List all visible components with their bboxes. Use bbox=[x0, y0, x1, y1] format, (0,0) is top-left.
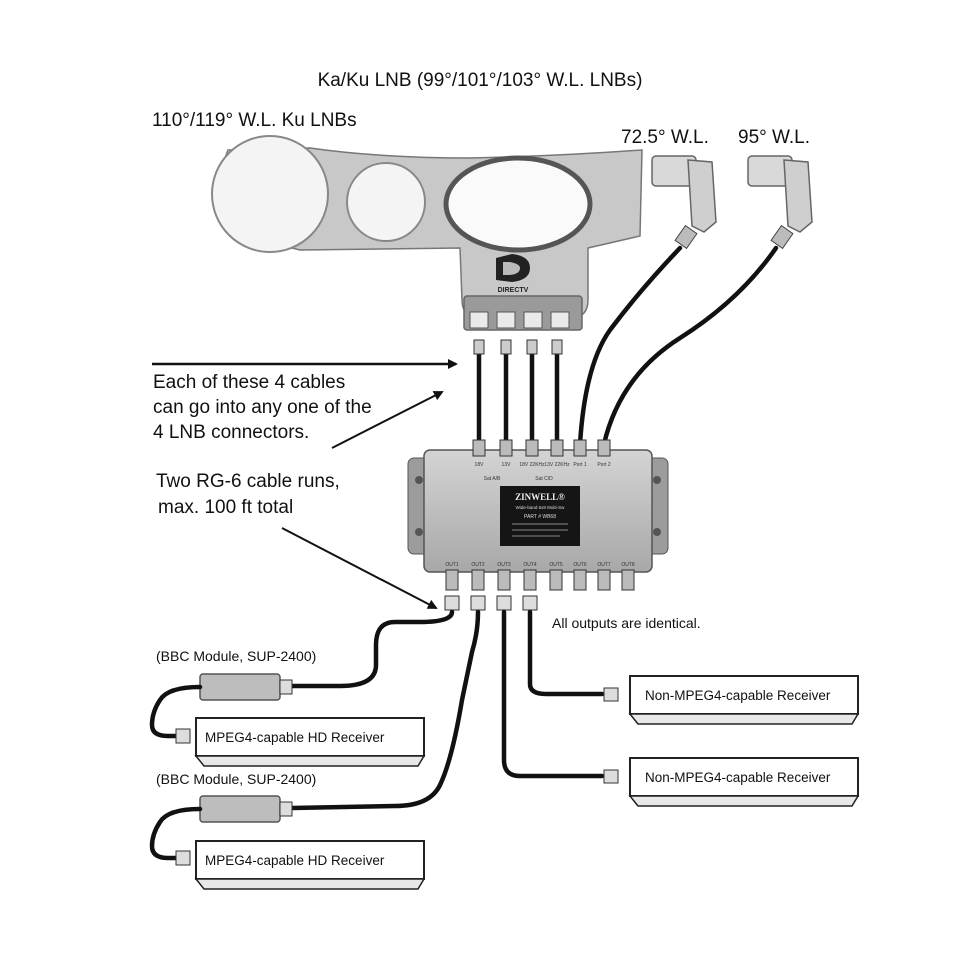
receiver-non-mpeg4-1: Non-MPEG4-capable Receiver bbox=[603, 675, 860, 725]
lnb-95-unit bbox=[747, 155, 813, 250]
input-group-ab: Sat A/B bbox=[484, 476, 501, 482]
cable-out-1 bbox=[289, 609, 455, 689]
arrow-to-outputs bbox=[281, 527, 438, 609]
receiver-mpeg4-1-label: MPEG4-capable HD Receiver bbox=[205, 730, 385, 745]
outputs-note: All outputs are identical. bbox=[552, 615, 701, 631]
cables-note-line-2: can go into any one of the bbox=[153, 397, 372, 418]
output-label-1: OUT1 bbox=[445, 562, 459, 568]
multiswitch: 18V 13V 18V 22KHz 13V 22KHz Port 1 Port … bbox=[407, 439, 669, 611]
runs-note-line-2: max. 100 ft total bbox=[158, 497, 293, 518]
input-label-4: 13V 22KHz bbox=[544, 462, 570, 468]
kaku-lnb-label: Ka/Ku LNB (99°/101°/103° W.L. LNBs) bbox=[318, 70, 643, 91]
runs-note-line-1: Two RG-6 cable runs, bbox=[156, 471, 340, 492]
input-label-6: Port 2 bbox=[597, 462, 611, 468]
arrow-to-connectors bbox=[331, 391, 444, 449]
kaku-lnb-dome bbox=[443, 155, 593, 253]
input-label-3: 18V 22KHz bbox=[519, 462, 545, 468]
output-label-5: OUT5 bbox=[549, 562, 563, 568]
multiswitch-subtitle: Wide-band 6x8 Multi-Sw bbox=[516, 505, 566, 510]
cables-note: Each of these 4 cables can go into any o… bbox=[153, 372, 372, 443]
output-label-8: OUT8 bbox=[621, 562, 635, 568]
bbc-module-2-label: (BBC Module, SUP-2400) bbox=[156, 771, 316, 787]
dish-lnb-assembly: DIRECTV bbox=[211, 135, 643, 331]
cable-lnb-95 bbox=[601, 245, 779, 447]
receiver-non-mpeg4-1-label: Non-MPEG4-capable Receiver bbox=[645, 688, 831, 703]
input-group-cd: Sat C/D bbox=[535, 476, 553, 482]
output-label-6: OUT6 bbox=[573, 562, 587, 568]
cables-note-line-1: Each of these 4 cables bbox=[153, 372, 345, 393]
dish-cables bbox=[473, 339, 563, 447]
bbc-module-1: (BBC Module, SUP-2400) bbox=[149, 648, 316, 744]
multiswitch-output-labels: OUT1 OUT2 OUT3 OUT4 OUT5 OUT6 OUT7 OUT8 bbox=[445, 562, 635, 568]
cable-out-2 bbox=[289, 609, 481, 811]
directv-logo-text: DIRECTV bbox=[498, 287, 529, 294]
cables-note-line-3: 4 LNB connectors. bbox=[153, 422, 309, 443]
receiver-mpeg4-2-label: MPEG4-capable HD Receiver bbox=[205, 853, 385, 868]
lnb-72-label: 72.5° W.L. bbox=[621, 127, 709, 148]
bbc-module-1-label: (BBC Module, SUP-2400) bbox=[156, 648, 316, 664]
multiswitch-model: PART # WB68 bbox=[524, 514, 556, 520]
receiver-mpeg4-2: MPEG4-capable HD Receiver bbox=[194, 840, 426, 890]
directv-logo: DIRECTV bbox=[496, 254, 530, 294]
cable-lnb-72 bbox=[577, 245, 683, 447]
input-label-2: 13V bbox=[502, 462, 512, 468]
receiver-non-mpeg4-2: Non-MPEG4-capable Receiver bbox=[603, 757, 860, 807]
multiswitch-outputs bbox=[445, 569, 635, 591]
runs-note: Two RG-6 cable runs, max. 100 ft total bbox=[156, 471, 340, 518]
cable-out-4 bbox=[527, 609, 605, 697]
output-label-2: OUT2 bbox=[471, 562, 485, 568]
multiswitch-inputs: 18V 13V 18V 22KHz 13V 22KHz Port 1 Port … bbox=[472, 439, 611, 482]
ku-lnbs-label: 110°/119° W.L. Ku LNBs bbox=[152, 110, 357, 131]
output-label-4: OUT4 bbox=[523, 562, 537, 568]
output-label-3: OUT3 bbox=[497, 562, 511, 568]
input-label-5: Port 1 bbox=[573, 462, 587, 468]
dish-lnb-connectors bbox=[469, 311, 570, 329]
cable-out-3 bbox=[501, 609, 605, 779]
lnb-119-dome bbox=[346, 162, 426, 242]
receiver-mpeg4-1: MPEG4-capable HD Receiver bbox=[194, 717, 426, 767]
receiver-non-mpeg4-2-label: Non-MPEG4-capable Receiver bbox=[645, 770, 831, 785]
lnb-110-dome bbox=[211, 135, 329, 253]
output-label-7: OUT7 bbox=[597, 562, 611, 568]
lnb-95-label: 95° W.L. bbox=[738, 127, 810, 148]
bbc-module-2: (BBC Module, SUP-2400) bbox=[149, 771, 316, 866]
lnb-72-unit bbox=[651, 155, 717, 250]
input-label-1: 18V bbox=[475, 462, 485, 468]
multiswitch-brand: ZINWELL® bbox=[515, 492, 565, 502]
